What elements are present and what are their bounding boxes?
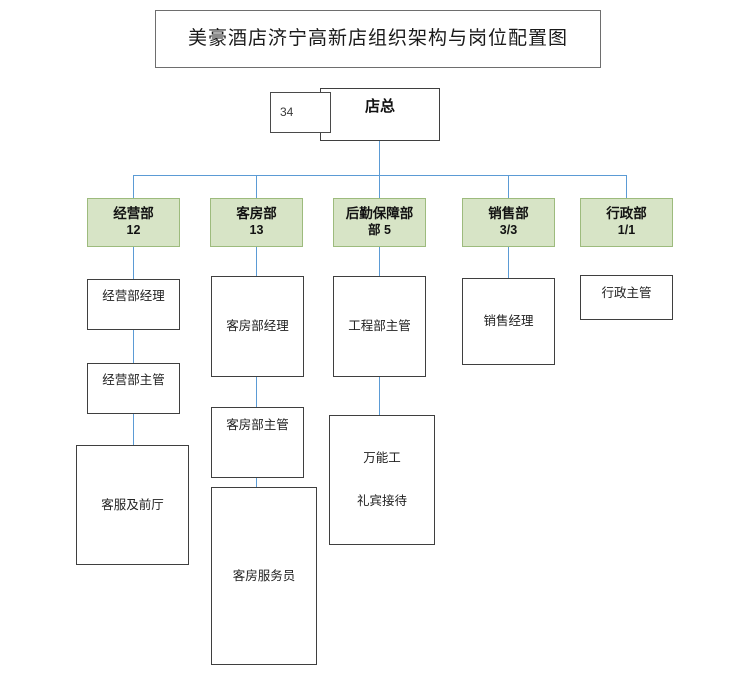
role-label: 客房部主管 — [226, 418, 289, 432]
connector-c3-dept-to-role1 — [379, 247, 380, 276]
role-label: 经营部经理 — [102, 289, 165, 303]
dept-box-xiaoshoubu[interactable]: 销售部 3/3 — [462, 198, 555, 247]
role-label: 销售经理 — [483, 314, 534, 329]
role-box-jingyingbu-zhuguan[interactable]: 经营部主管 — [87, 363, 180, 414]
connector-bus-to-dept-3 — [379, 175, 380, 198]
role-box-jingyingbu-jingli[interactable]: 经营部经理 — [87, 279, 180, 330]
root-headcount-label: 34 — [280, 105, 294, 120]
role-box-xingzheng-zhuguan[interactable]: 行政主管 — [580, 275, 673, 320]
connector-bus-to-dept-2 — [256, 175, 257, 198]
dept-box-xingzhengbu[interactable]: 行政部 1/1 — [580, 198, 673, 247]
connector-bus-horizontal — [133, 175, 627, 176]
dept-count: 3/3 — [499, 223, 518, 238]
role-label: 行政主管 — [601, 286, 652, 300]
connector-c1-role2-to-role3 — [133, 414, 134, 445]
role-box-kefangbu-zhuguan[interactable]: 客房部主管 — [211, 407, 304, 478]
dept-count: 12 — [126, 223, 141, 238]
role-box-kefu-ji-qianting[interactable]: 客服及前厅 — [76, 445, 189, 565]
dept-name: 销售部 — [488, 206, 529, 222]
connector-c1-dept-to-role1 — [133, 247, 134, 279]
role-box-kefang-fuwuyuan[interactable]: 客房服务员 — [211, 487, 317, 665]
connector-c1-role1-to-role2 — [133, 330, 134, 363]
role-box-xiaoshou-jingli[interactable]: 销售经理 — [462, 278, 555, 365]
role-label: 万能工 — [363, 451, 401, 466]
dept-count: 1/1 — [617, 223, 636, 238]
dept-box-jingyingbu[interactable]: 经营部 12 — [87, 198, 180, 247]
role-box-kefangbu-jingli[interactable]: 客房部经理 — [211, 276, 304, 377]
dept-count: 部 5 — [368, 223, 391, 238]
dept-name: 行政部 — [606, 206, 647, 222]
role-box-wanneng-gong[interactable]: 万能工 礼宾接待 — [329, 415, 435, 545]
connector-bus-to-dept-5 — [626, 175, 627, 198]
dept-count: 13 — [249, 223, 264, 238]
role-label: 客房部经理 — [226, 319, 289, 334]
connector-bus-to-dept-1 — [133, 175, 134, 198]
dept-box-houqinbaozhangbu[interactable]: 后勤保障部 部 5 — [333, 198, 426, 247]
role-label: 工程部主管 — [348, 319, 411, 334]
dept-box-kefangbu[interactable]: 客房部 13 — [210, 198, 303, 247]
role-label-secondary: 礼宾接待 — [356, 494, 407, 508]
role-box-gongchengbu-zhuguan[interactable]: 工程部主管 — [333, 276, 426, 377]
root-node-label: 店总 — [364, 98, 395, 115]
role-label: 客服及前厅 — [101, 497, 164, 512]
connector-c2-role1-to-role2 — [256, 377, 257, 407]
connector-bus-to-dept-4 — [508, 175, 509, 198]
connector-c3-role1-to-role2 — [379, 377, 380, 415]
connector-c4-dept-to-role1 — [508, 247, 509, 278]
dept-name: 经营部 — [113, 206, 154, 222]
dept-name: 后勤保障部 — [345, 206, 414, 222]
connector-root-down — [379, 141, 380, 175]
role-label: 经营部主管 — [102, 373, 165, 387]
root-node-dianzong[interactable]: 店总 — [320, 88, 440, 141]
dept-name: 客房部 — [236, 206, 277, 222]
role-label: 客房服务员 — [232, 568, 296, 583]
connector-c2-dept-to-role1 — [256, 247, 257, 276]
chart-title: 美豪酒店济宁高新店组织架构与岗位配置图 — [155, 10, 601, 68]
root-headcount-box[interactable]: 34 — [270, 92, 331, 133]
connector-c2-role2-to-role3 — [256, 478, 257, 487]
